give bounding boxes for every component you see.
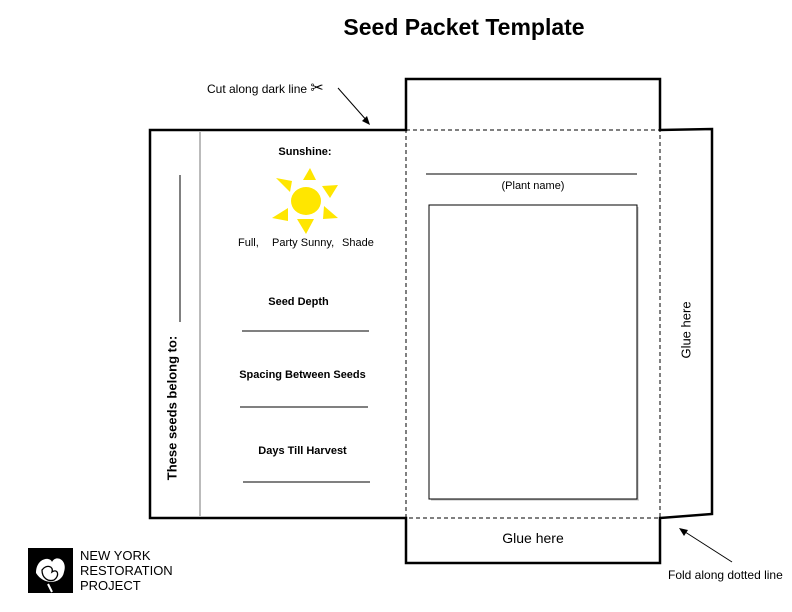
scissors-icon: ✂ xyxy=(310,80,324,97)
sunshine-option-full: Full, xyxy=(238,237,259,249)
fold-line-dotted xyxy=(405,129,661,519)
logo-text: NEW YORK RESTORATION PROJECT xyxy=(80,548,173,593)
rose-icon xyxy=(28,548,73,593)
logo-line: PROJECT xyxy=(80,578,141,593)
sun-icon xyxy=(272,168,338,234)
page-title: Seed Packet Template xyxy=(343,14,585,40)
cut-arrow xyxy=(337,87,369,123)
sunshine-option-partly-sunny: Party Sunny, xyxy=(272,237,335,249)
harvest-label: Days Till Harvest xyxy=(258,445,347,457)
sunshine-title: Sunshine: xyxy=(278,146,332,158)
glue-right-label: Glue here xyxy=(678,301,694,359)
spacing-label: Spacing Between Seeds xyxy=(239,369,366,381)
logo-line: RESTORATION xyxy=(80,563,173,578)
seed-depth-label: Seed Depth xyxy=(268,296,329,308)
glue-bottom-label: Glue here xyxy=(502,530,564,546)
fold-instruction: Fold along dotted line xyxy=(668,568,783,582)
owner-label: These seeds belong to: xyxy=(164,335,180,481)
cut-instruction: Cut along dark line ✂ xyxy=(207,80,324,97)
fold-arrow xyxy=(681,529,733,563)
picture-box xyxy=(428,204,638,500)
sunshine-option-shade: Shade xyxy=(342,237,374,249)
logo-line: NEW YORK xyxy=(80,548,151,563)
cut-line xyxy=(148,77,714,565)
plant-name-label: (Plant name) xyxy=(501,180,565,192)
